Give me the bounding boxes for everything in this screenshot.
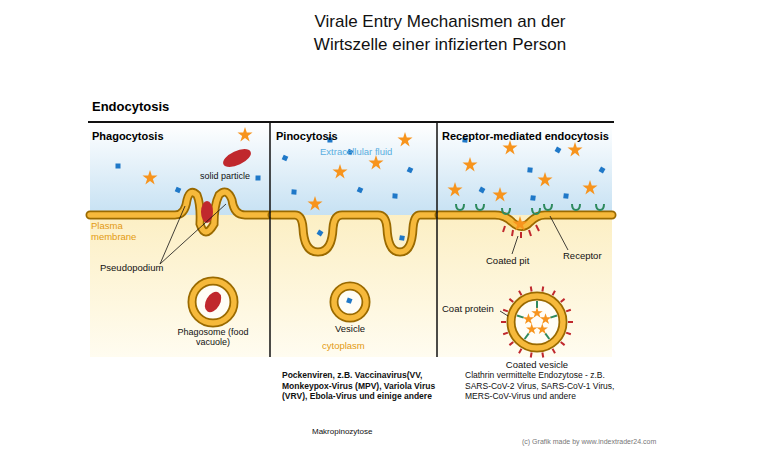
process-panel: Receptor-mediated endocytosis: [437, 128, 614, 358]
solid-particle: [220, 145, 253, 170]
region-label: cytoplasm: [322, 341, 392, 352]
panel-heading: Receptor-mediated endocytosis: [442, 130, 609, 142]
note-text: Makropinozytose: [312, 427, 412, 436]
leader-lines: [160, 204, 568, 316]
callout-label: Coat protein: [442, 304, 502, 315]
region-label: Extracellular fluid: [320, 147, 420, 158]
watermark: (c) Grafik made by www.indextrader24.com: [522, 438, 722, 446]
coated-vesicle: [501, 287, 573, 358]
callout-label: Coated vesicle: [490, 360, 584, 371]
panel-heading: Phagocytosis: [92, 130, 266, 142]
callout-label: Coated pit: [486, 256, 546, 267]
engulfed-particle: [201, 201, 213, 223]
page-title: Virale Entry Mechanismen an der Wirtszel…: [285, 10, 595, 56]
plasma-membrane: [90, 192, 612, 252]
note-text: Pockenviren, z.B. Vaccinavirus(VV, Monke…: [282, 370, 450, 402]
callout-label: Pseudopodium: [100, 263, 180, 274]
label-text: solid particle: [200, 171, 270, 181]
phagosome: [192, 281, 234, 323]
section-heading: Endocytosis: [92, 99, 610, 114]
note-text: Clathrin vermittelte Endozytose - z.B. S…: [465, 370, 625, 402]
membrane-label: Plasma membrane: [91, 221, 143, 243]
callout-label: Vesicle: [335, 324, 385, 335]
extracellular-fluid: [90, 123, 612, 215]
endocytosis-frame: EndocytosisPhagocytosisPinocytosisRecept…: [88, 96, 614, 358]
cytoplasm-region: [90, 215, 612, 357]
panel-frame: [88, 122, 614, 357]
callout-label: Receptor: [563, 251, 613, 262]
panel-heading: Pinocytosis: [276, 130, 431, 142]
callout-label: Phagosome (food vacuole): [173, 327, 253, 348]
vesicle: [334, 286, 366, 318]
fluid-particles: [116, 127, 606, 241]
receptor-symbols: [456, 204, 604, 214]
process-panel: Phagocytosis: [88, 128, 270, 358]
